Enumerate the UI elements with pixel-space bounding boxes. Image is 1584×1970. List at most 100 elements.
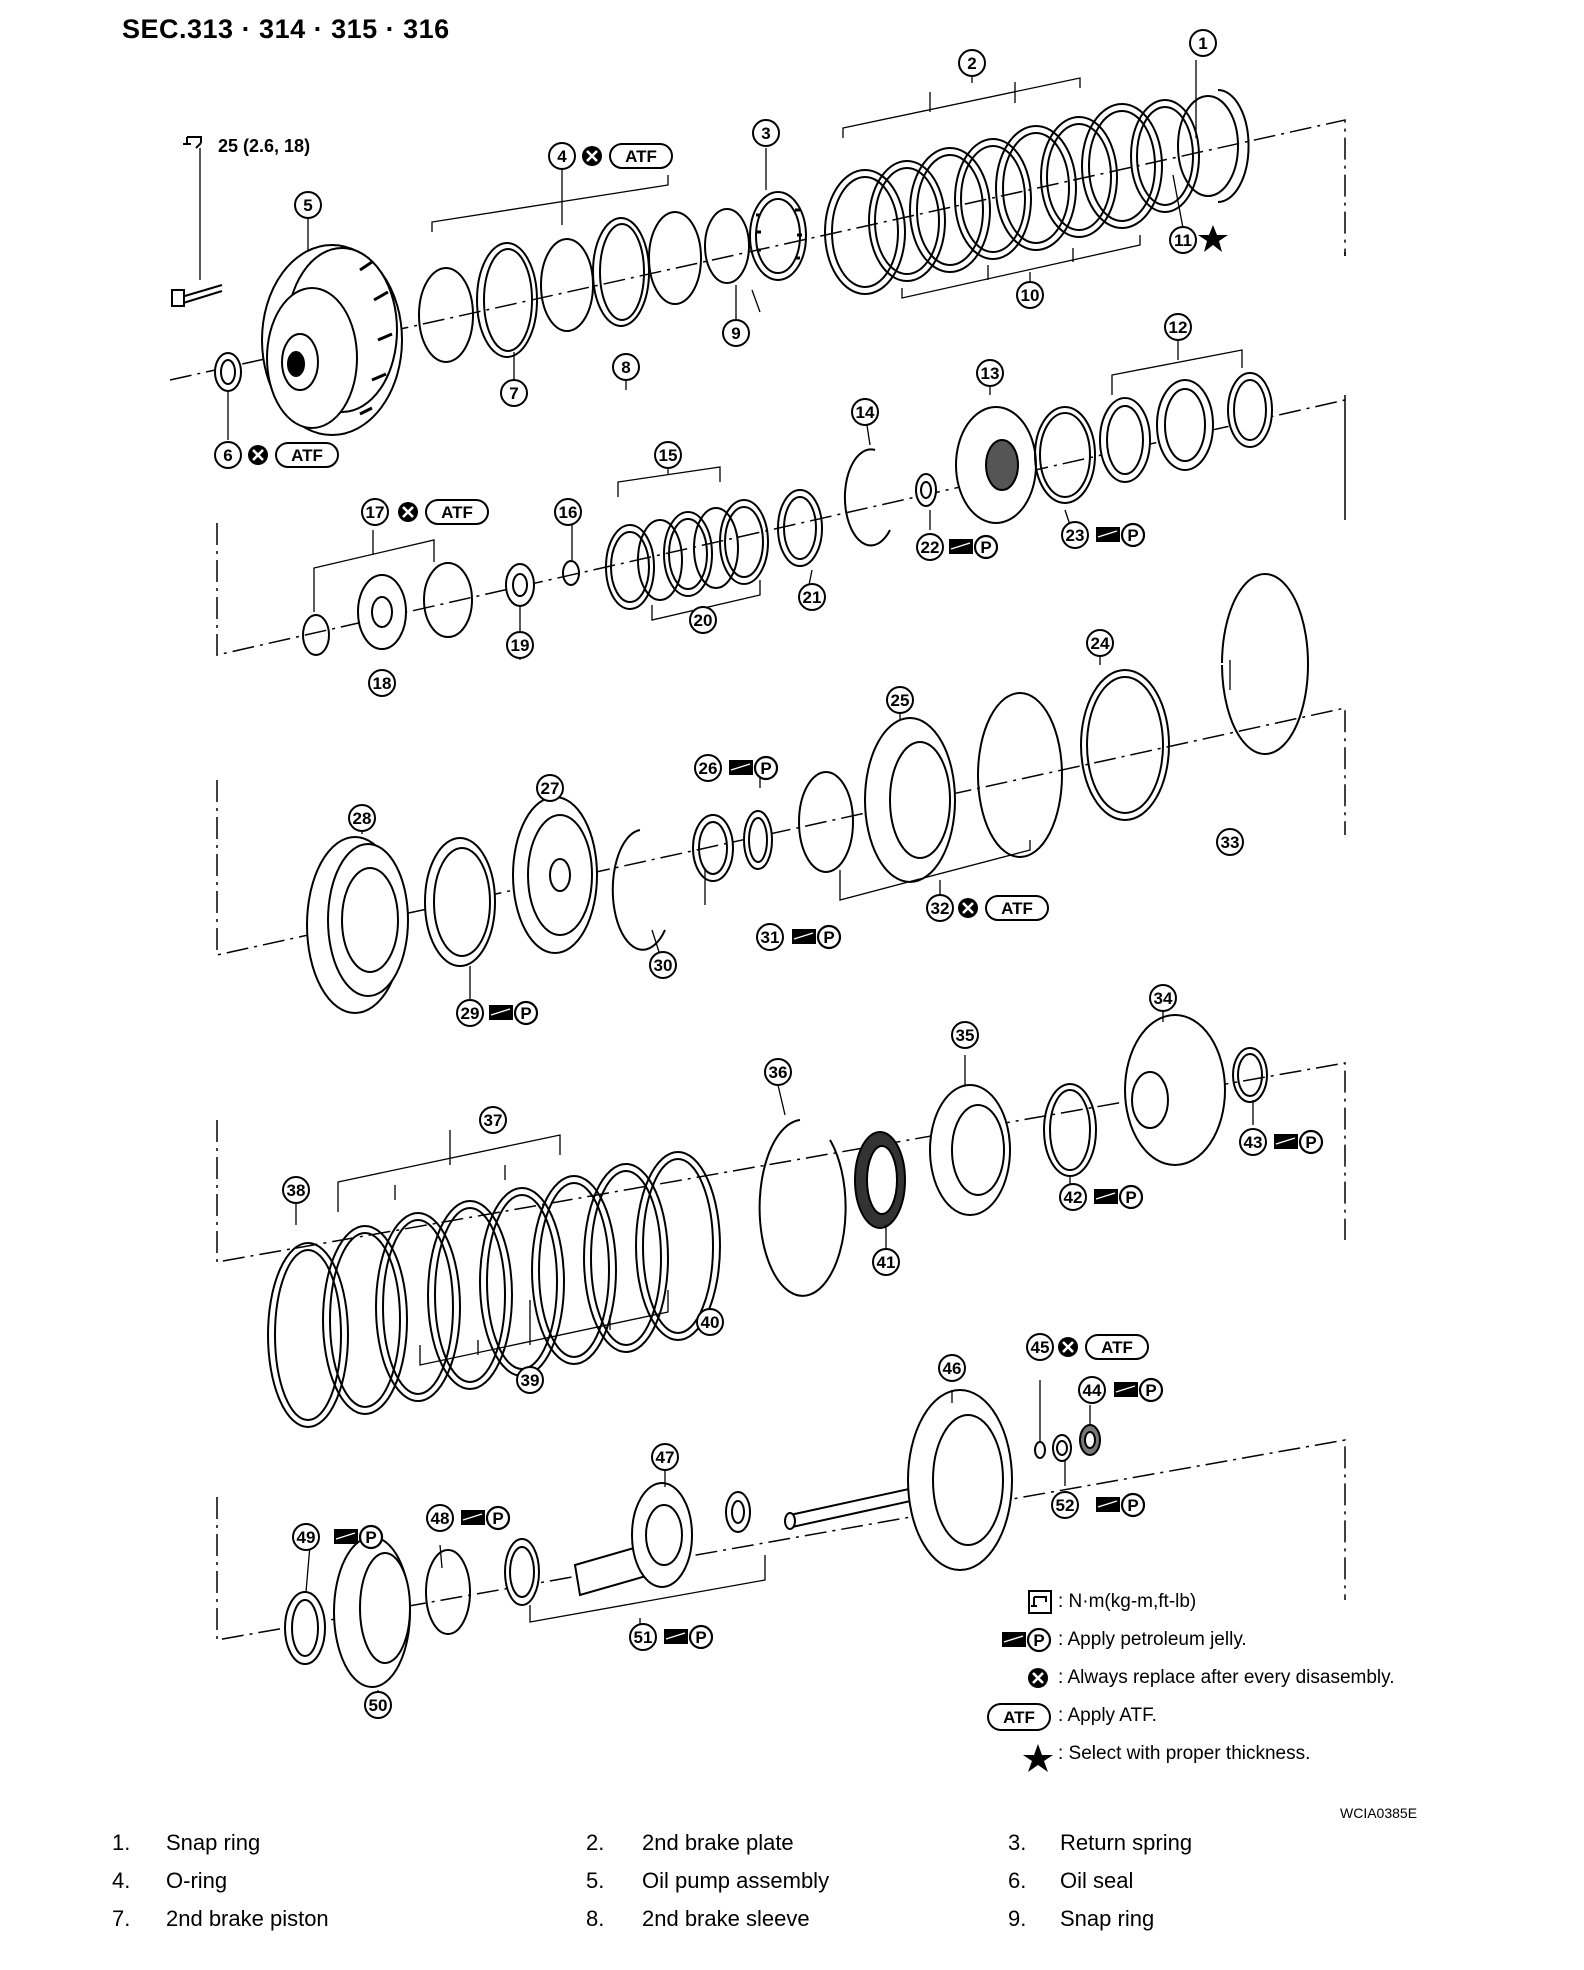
svg-text:50: 50 (369, 1696, 388, 1715)
callout-34: 34 (1149, 984, 1177, 1012)
svg-text:51: 51 (634, 1628, 653, 1647)
o-rings-section1 (418, 208, 750, 363)
callout-35: 35 (951, 1021, 979, 1049)
legend-row-torque: : N·m(kg-m,ft-lb) (1058, 1591, 1197, 1612)
legend-torque-wrench-icon (1028, 1590, 1052, 1614)
svg-text:27: 27 (541, 779, 560, 798)
svg-text:11: 11 (1174, 231, 1192, 250)
snap-ring-1 (1217, 89, 1250, 203)
svg-text:21: 21 (803, 588, 822, 607)
svg-text:ATF: ATF (1001, 899, 1033, 918)
svg-text:ATF: ATF (441, 503, 473, 522)
svg-text:12: 12 (1169, 318, 1188, 337)
callout-15: 15 (654, 441, 682, 469)
callout-42: 42 (1059, 1183, 1087, 1211)
svg-text:28: 28 (353, 809, 372, 828)
legend-petroleum-jelly-icon: P (1000, 1627, 1052, 1653)
svg-text:48: 48 (431, 1509, 450, 1528)
svg-text:35: 35 (956, 1026, 975, 1045)
svg-text:40: 40 (701, 1313, 720, 1332)
callout-8: 8 (612, 353, 640, 381)
svg-text:6: 6 (223, 446, 232, 465)
legend-row-jelly: : Apply petroleum jelly. (1058, 1629, 1247, 1650)
callout-16: 16 (554, 498, 582, 526)
svg-text:24: 24 (1091, 634, 1110, 653)
svg-text:8: 8 (621, 358, 630, 377)
section-boundaries (169, 119, 1346, 1641)
parts-row: 1. Snap ring 2. 2nd brake plate 3. Retur… (112, 1830, 1193, 1855)
callout-13: 13 (976, 359, 1004, 387)
callout-3: 3 (752, 119, 780, 147)
callout-52: 52 (1051, 1491, 1079, 1519)
legend-star-icon (1023, 1744, 1053, 1772)
svg-text:13: 13 (981, 364, 1000, 383)
svg-text:49: 49 (297, 1528, 316, 1547)
svg-text:37: 37 (484, 1111, 503, 1130)
svg-text:P: P (1127, 526, 1138, 545)
svg-text:ATF: ATF (625, 147, 657, 166)
callout-43: 43 (1239, 1128, 1267, 1156)
svg-text:42: 42 (1064, 1188, 1083, 1207)
legend-atf-icon: ATF (987, 1703, 1051, 1731)
callout-51: 51 (629, 1623, 657, 1651)
callout-41: 41 (872, 1248, 900, 1276)
leaders-section1 (227, 60, 1197, 440)
callout-14: 14 (851, 398, 879, 426)
svg-text:18: 18 (373, 674, 392, 693)
svg-text:P: P (980, 538, 991, 557)
svg-text:32: 32 (931, 899, 950, 918)
section2-parts (302, 372, 1273, 656)
torque-wrench-icon (183, 136, 202, 149)
svg-text:36: 36 (769, 1063, 788, 1082)
callout-45: 45 (1026, 1333, 1054, 1361)
svg-text:9: 9 (731, 324, 740, 343)
callout-47: 47 (651, 1443, 679, 1471)
svg-text:P: P (760, 759, 771, 778)
svg-text:P: P (365, 1528, 376, 1547)
callout-50: 50 (364, 1691, 392, 1719)
callout-4: 4 (548, 142, 576, 170)
svg-text:47: 47 (656, 1448, 675, 1467)
badges: ATF ATF ATF P P P P P ATF P P ATF P (246, 143, 1324, 1650)
callout-39: 39 (516, 1366, 544, 1394)
callout-27: 27 (536, 774, 564, 802)
oil-seal-6 (214, 352, 242, 392)
svg-text:P: P (823, 928, 834, 947)
svg-text:ATF: ATF (291, 446, 323, 465)
callout-30: 30 (649, 951, 677, 979)
callout-17: 17 (361, 498, 389, 526)
svg-text:5: 5 (303, 196, 312, 215)
star-icon (1198, 225, 1228, 252)
callout-19: 19 (506, 631, 534, 659)
svg-text:ATF: ATF (1101, 1338, 1133, 1357)
callouts: 1234567891011121314151617181920212223242… (214, 29, 1267, 1719)
callout-40: 40 (696, 1308, 724, 1336)
oil-pump-assembly (261, 244, 403, 436)
figure-code: WCIA0385E (1340, 1805, 1418, 1821)
callout-24: 24 (1086, 629, 1114, 657)
callout-9: 9 (722, 319, 750, 347)
section-header: SEC.313 · 314 · 315 · 316 (122, 14, 450, 44)
return-spring-3 (749, 191, 807, 281)
svg-text:34: 34 (1154, 989, 1173, 1008)
callout-12: 12 (1164, 313, 1192, 341)
callout-6: 6 (214, 441, 242, 469)
callout-5: 5 (294, 191, 322, 219)
svg-text:ATF: ATF (1003, 1708, 1035, 1727)
callout-48: 48 (426, 1504, 454, 1532)
leaders-section4 (295, 1000, 1254, 1366)
svg-text:52: 52 (1056, 1496, 1075, 1515)
leaders-section2 (313, 337, 1243, 660)
svg-text:26: 26 (699, 759, 718, 778)
svg-text:43: 43 (1244, 1133, 1263, 1152)
svg-text:31: 31 (761, 928, 780, 947)
callout-28: 28 (348, 804, 376, 832)
brake-plates-2 (824, 95, 1239, 295)
callout-29: 29 (456, 999, 484, 1027)
legend-row-replace: : Always replace after every disasembly. (1058, 1667, 1395, 1688)
torque-spec: 25 (2.6, 18) (218, 136, 310, 156)
callout-21: 21 (798, 583, 826, 611)
callout-1: 1 (1189, 29, 1217, 57)
svg-text:39: 39 (521, 1371, 540, 1390)
